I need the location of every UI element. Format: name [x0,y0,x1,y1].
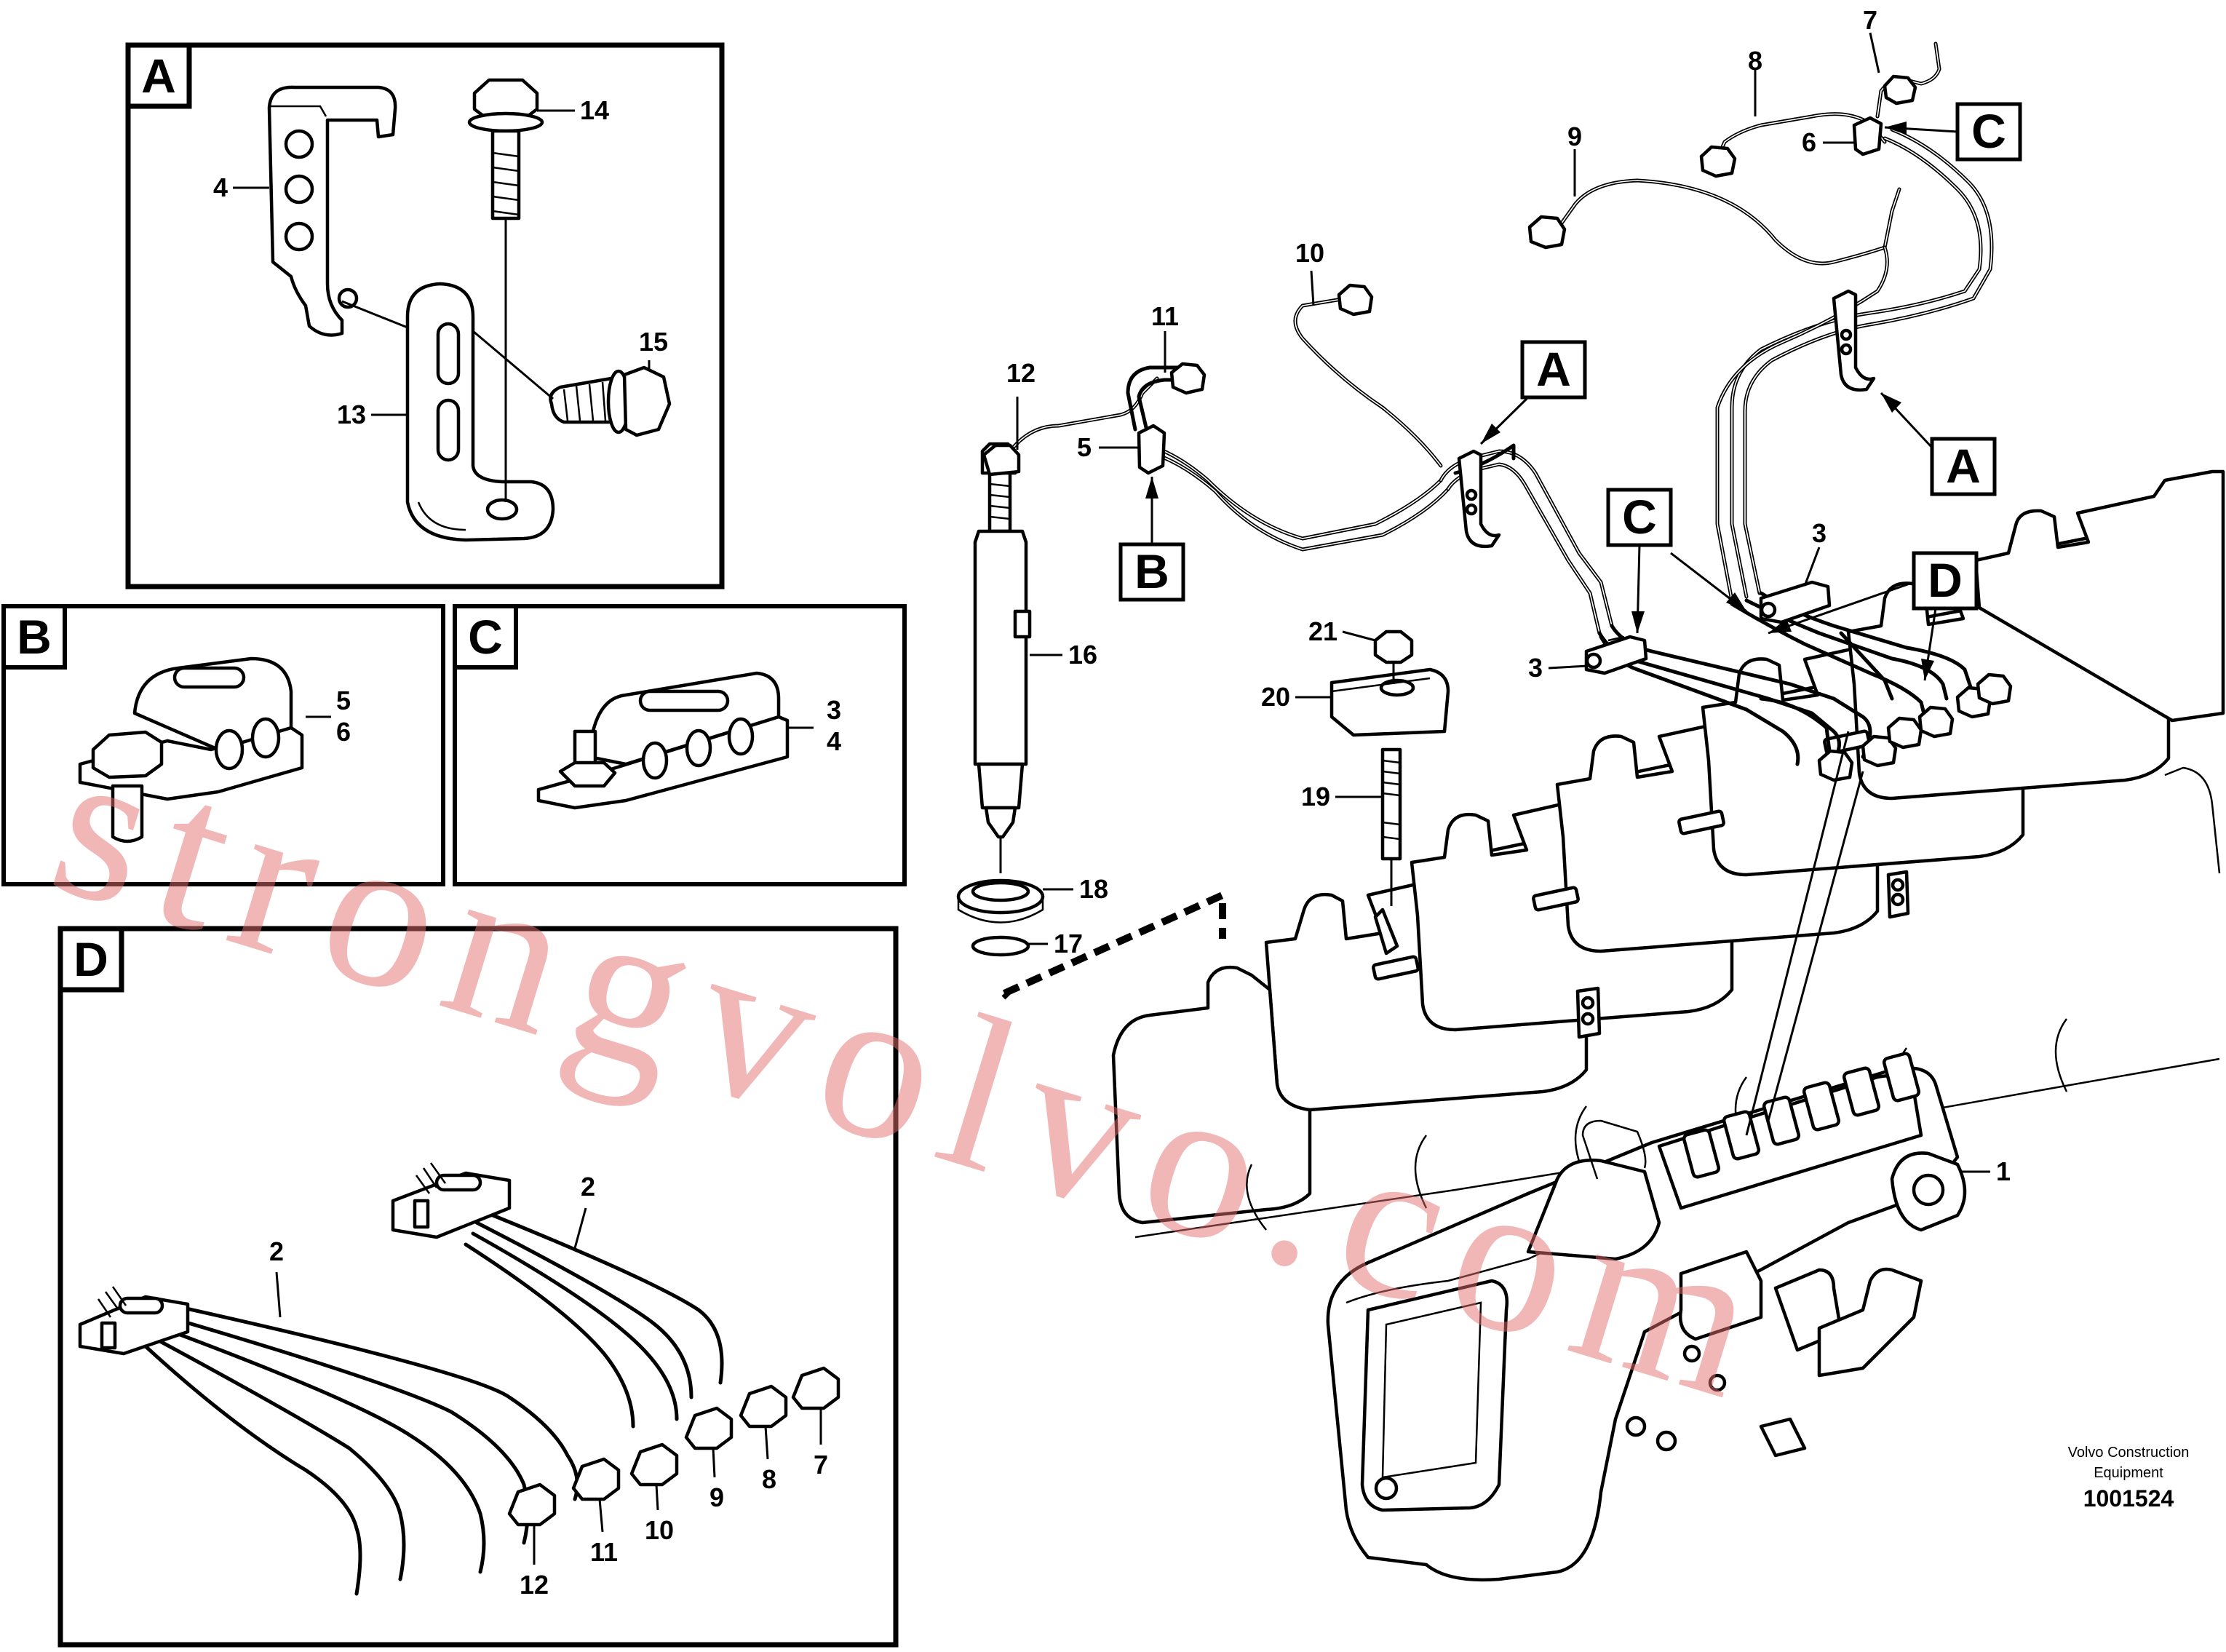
svg-text:C: C [1622,490,1657,544]
injector-nuts [1817,672,2013,782]
view-indicator-c-upper: C [1884,102,2022,162]
bolt-part-15 [341,300,672,437]
view-indicator-b: B [1118,477,1185,602]
callout-2-upper: 2 [581,1172,595,1202]
detail-d-frame [57,926,899,1648]
credit-line-1: Volvo Construction [2068,1445,2190,1461]
pipe-nut-11 [571,1457,621,1501]
callout-17: 17 [1054,929,1083,958]
main-clamp-3-rear [1759,580,1832,624]
pipe-bundle-2-lower [78,1286,579,1596]
clamp-part-3-4 [536,671,790,810]
detail-d-letter: D [73,932,108,986]
main-clamp-5 [1137,424,1166,475]
detail-b-inset: B 5 6 [1,604,445,886]
view-indicator-a-upper: A [1479,340,1587,445]
callout-11-main: 11 [1151,301,1179,331]
callout-7-main: 7 [1863,5,1877,35]
callout-6-main: 6 [1802,127,1816,157]
pipe-nut-9 [684,1406,734,1450]
detail-d-inset: D 7 [57,926,899,1648]
callout-21: 21 [1308,616,1337,646]
bracket-part-13 [405,282,555,542]
fuel-pipe-bundle-rear [1715,127,1994,719]
pipe-nut-12 [507,1482,557,1527]
seal-part-18 [956,878,1045,924]
callout-9-detail-d: 9 [709,1482,724,1512]
bolt-part-14 [467,78,544,502]
credit-line-2: Equipment [2094,1465,2163,1481]
clamp-part-20 [1329,667,1450,737]
callout-3-main-rear: 3 [1812,518,1826,548]
pipe-nut-7 [791,1366,840,1410]
main-clamp-6 [1852,116,1883,156]
callout-9-main: 9 [1567,122,1582,151]
fuel-pipe-11 [1126,362,1207,439]
callout-12-main: 12 [1006,358,1036,388]
callout-20: 20 [1261,682,1290,712]
pipe-bundle-2-upper [391,1162,724,1429]
callout-12-detail-d: 12 [520,1570,549,1600]
fuel-pipe-10 [1293,283,1443,468]
svg-text:A: A [1946,439,1981,493]
callout-2-lower: 2 [269,1236,284,1266]
injection-pump-part-1 [1326,1052,1967,1582]
callout-11-detail-d: 11 [590,1537,618,1567]
callout-5-detail-b: 5 [336,686,351,715]
view-indicator-c-lower: C [1606,488,1747,634]
detail-d-letter-box [57,926,124,993]
bracket-a-front [1457,449,1501,549]
head-pipe-clips [1575,870,1910,1039]
pipe-nut-10 [629,1442,679,1487]
svg-text:C: C [1971,104,2006,158]
callout-6-detail-b: 6 [336,717,351,747]
svg-text:B: B [1134,544,1169,598]
main-clamp-3-front [1584,635,1648,675]
callout-16: 16 [1068,640,1097,670]
detail-c-letter: C [468,610,503,664]
fuel-pipe-7 [1875,41,1941,119]
svg-text:D: D [1928,553,1963,607]
detail-c-inset: C 3 4 [453,604,907,886]
o-ring-part-17 [971,935,1030,957]
callout-13: 13 [337,400,366,429]
detail-b-letter-box [1,604,67,670]
callout-18: 18 [1079,874,1108,904]
callout-3-main-front: 3 [1528,653,1543,683]
pipe-nut-8 [739,1384,788,1429]
callout-7-detail-d: 7 [814,1450,828,1480]
svg-text:A: A [1536,342,1571,396]
callout-10-main: 10 [1295,238,1324,268]
fuel-pipe-8 [1699,112,1887,178]
callout-5-main: 5 [1077,432,1092,462]
callout-4-detail-a: 4 [213,172,228,202]
view-indicator-d: D [1768,551,1979,681]
callout-8-detail-d: 8 [762,1464,776,1494]
fuel-pipe-12 [982,376,1159,477]
nut-part-21 [1373,630,1414,684]
detail-c-letter-box [453,604,518,670]
detail-a-letter-box [125,42,192,109]
callout-10-detail-d: 10 [645,1515,674,1545]
callout-4-detail-c: 4 [827,726,841,756]
detail-b-letter: B [17,610,52,664]
injector-seat-indicator [1001,889,1226,1000]
callout-14: 14 [580,95,609,125]
injector-part-16 [973,442,1032,873]
callout-8-main: 8 [1748,46,1762,76]
bracket-part-4 [267,85,397,337]
stud-part-19 [1380,747,1402,906]
callout-19: 19 [1301,782,1330,811]
callout-1: 1 [1996,1156,2011,1186]
callout-3-detail-c: 3 [827,695,841,725]
detail-a-inset: A [125,42,725,589]
callout-15: 15 [639,327,668,357]
document-number: 1001524 [2083,1485,2174,1512]
fuel-pipe-9 [1527,178,1901,266]
detail-a-letter: A [141,49,176,103]
clamp-part-5-6 [78,656,304,843]
view-indicator-a-lower: A [1880,392,1997,496]
bracket-a-rear [1832,289,1876,392]
